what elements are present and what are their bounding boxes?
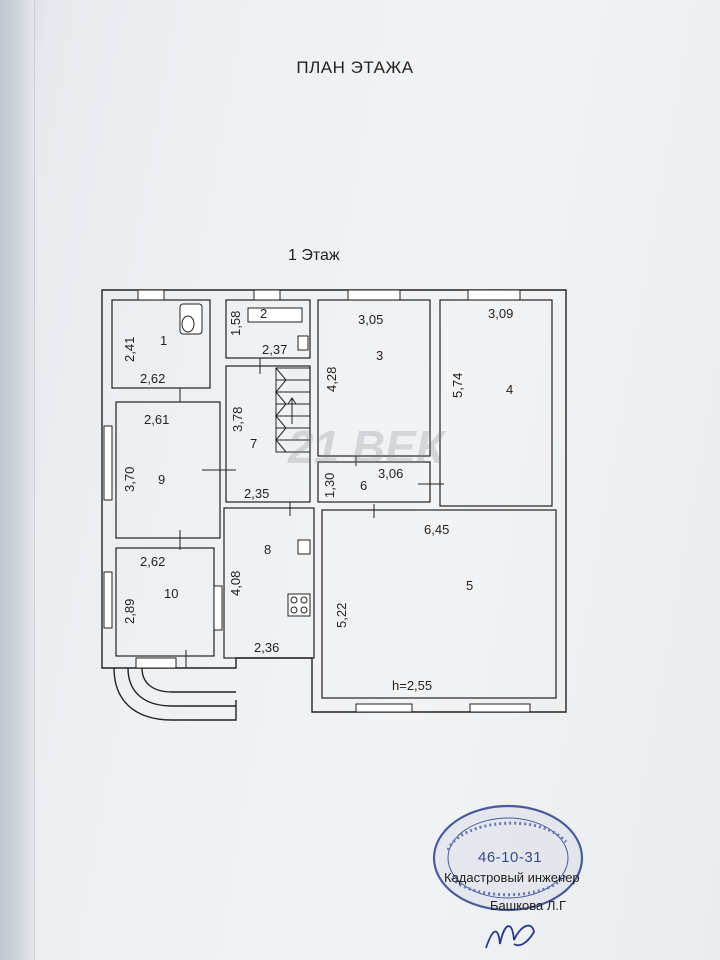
room-6-dim-b: 3,06 — [378, 466, 403, 481]
room-4-number: 4 — [506, 382, 513, 397]
toilet-bowl-icon — [181, 315, 195, 333]
room-9-dim-b: 3,70 — [122, 467, 137, 492]
bathtub-icon — [247, 307, 303, 323]
fixtures — [179, 303, 311, 617]
room-4-dim-a: 3,09 — [488, 306, 513, 321]
room-8-dim-b: 2,36 — [254, 640, 279, 655]
plan-title: ПЛАН ЭТАЖА — [296, 58, 414, 77]
room-5-height: h=2,55 — [392, 678, 432, 693]
room-1-dim-a: 2,41 — [122, 337, 137, 362]
room-10-number: 10 — [164, 586, 178, 601]
room-3-dim-a: 3,05 — [358, 312, 383, 327]
stamp-code: 46-10-31 — [478, 849, 543, 866]
room-10-dim-b: 2,89 — [122, 599, 137, 624]
room-9-dim-a: 2,61 — [144, 412, 169, 427]
staircase — [275, 367, 311, 453]
room-6-number: 6 — [360, 478, 367, 493]
dimension-labels: 2,41 2,62 1,58 2,37 3,05 4,28 3,09 5,74 … — [122, 306, 513, 693]
room-6-outline — [317, 461, 431, 503]
room-outlines — [111, 299, 557, 699]
engineer-role: Кадастровый инженер — [444, 870, 580, 885]
room-3-number: 3 — [376, 348, 383, 363]
room-6-dim-a: 1,30 — [322, 473, 337, 498]
sink-icon — [297, 539, 311, 555]
sink-icon — [297, 335, 309, 351]
room-2-dim-a: 1,58 — [228, 311, 243, 336]
room-7-dim-a: 3,78 — [230, 407, 245, 432]
room-5-dim-b: 5,22 — [334, 603, 349, 628]
engineer-name: Башкова Л.Г — [490, 898, 567, 913]
room-8-dim-a: 4,08 — [228, 571, 243, 596]
room-8-outline — [223, 507, 315, 659]
room-4-outline — [439, 299, 553, 507]
room-9-number: 9 — [158, 472, 165, 487]
room-2-dim-b: 2,37 — [262, 342, 287, 357]
door-marks — [179, 358, 444, 668]
floor-label: 1 Этаж — [288, 247, 340, 264]
room-5-outline — [321, 509, 557, 699]
room-8-number: 8 — [264, 542, 271, 557]
room-3-dim-b: 4,28 — [324, 367, 339, 392]
room-7-dim-b: 2,35 — [244, 486, 269, 501]
signature — [485, 924, 535, 949]
room-5-dim-a: 6,45 — [424, 522, 449, 537]
room-7-number: 7 — [250, 436, 257, 451]
windows — [103, 289, 531, 713]
room-1-dim-b: 2,62 — [140, 371, 165, 386]
room-10-dim-a: 2,62 — [140, 554, 165, 569]
watermark: 21 ВЕК — [288, 421, 445, 473]
room-1-number: 1 — [160, 333, 167, 348]
room-2-number: 2 — [260, 306, 267, 321]
room-4-dim-b: 5,74 — [450, 373, 465, 398]
cadastral-stamp — [432, 804, 584, 912]
room-5-number: 5 — [466, 578, 473, 593]
room-numbers: 1 2 3 4 5 6 7 8 9 10 — [158, 306, 513, 601]
stove-icon — [287, 593, 311, 617]
page-binding-edge — [0, 0, 35, 960]
